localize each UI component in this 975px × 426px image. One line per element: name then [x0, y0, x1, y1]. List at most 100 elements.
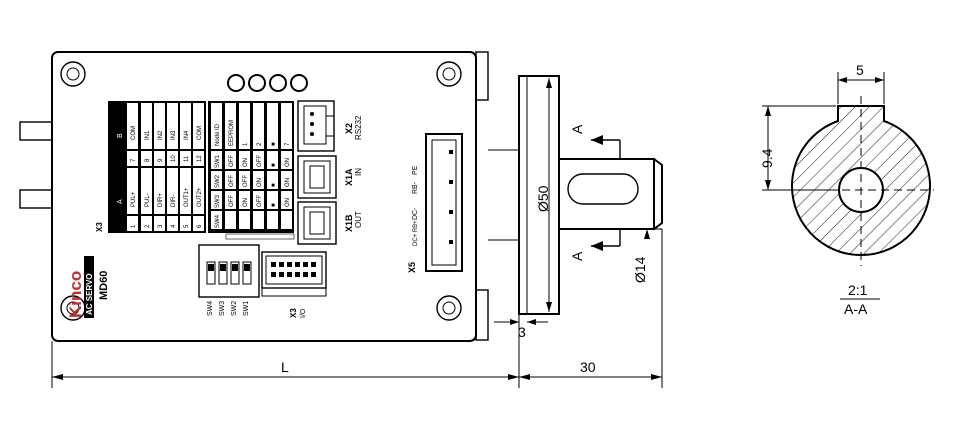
switch-cell [239, 211, 250, 229]
left-bracket-bottom [19, 189, 53, 209]
side-fin-bottom [475, 289, 489, 341]
switch-row-name: SW3 [215, 194, 221, 208]
pin-label-top: IN4 [184, 130, 190, 140]
x3-io-sub: I/O [300, 308, 307, 318]
x5-pin-dc-plus: DC+ RB+ [413, 220, 419, 246]
switch-cell [253, 171, 264, 189]
switch-header-label: ■ [271, 142, 277, 146]
x3-io-label: X3 [289, 308, 298, 318]
side-fin-top [475, 51, 489, 101]
pin-number-bottom: 5 [184, 224, 190, 228]
switch-cell-value: OFF [229, 195, 235, 207]
pin-cell-bottom [167, 168, 178, 214]
x1b-label: X1B [344, 214, 354, 232]
switch-cell-value: ON [285, 158, 291, 167]
section-marker-top [591, 135, 621, 159]
left-bracket-top [19, 121, 53, 141]
x1b-sub: OUT [354, 211, 363, 228]
io-pin [303, 272, 308, 277]
switch-cell [239, 151, 250, 169]
switch-cell [225, 191, 236, 209]
switch-cell-value: OFF [229, 155, 235, 167]
pin-num-cell-top [167, 151, 178, 166]
pin-label-bottom: OUT2+ [197, 187, 203, 207]
x2-label: X2 [344, 123, 354, 134]
length-label: L [281, 359, 289, 375]
switch-cell [225, 211, 236, 229]
pin-number-top: 8 [145, 158, 151, 162]
screw-bottom-right [436, 295, 462, 321]
x5-pin-pe: PE [412, 165, 419, 175]
shaft-keyway [567, 173, 639, 205]
io-pin [303, 262, 308, 267]
switch-cell [253, 151, 264, 169]
pin-number-top: 7 [131, 158, 137, 162]
dip-switch [198, 244, 260, 298]
x3-label: X3 [95, 222, 104, 232]
x5-pin-dc-minus: DC- [412, 207, 419, 220]
pin-label-bottom: OUT1+ [184, 187, 190, 207]
switch-cell-value: OFF [257, 195, 263, 207]
x2-sub: RS232 [354, 115, 363, 140]
switch-cell [281, 151, 292, 169]
dim-flange-offset [494, 319, 548, 325]
x3-pin-table: COM7PUL+1IN18PUL-2IN29DIR+3IN310DIR-4IN4… [108, 101, 206, 233]
brand-block: Kinco AC SERVO MD60 [66, 256, 110, 318]
switch-cell [267, 171, 278, 189]
switch-header-cell [253, 103, 264, 149]
switch-cell [267, 151, 278, 169]
switch-header-cell [211, 103, 222, 149]
switch-row-name: SW2 [215, 174, 221, 188]
io-pin [271, 262, 276, 267]
switch-cell-value: ■ [271, 183, 277, 187]
x5-connector [425, 133, 463, 272]
dim-key-width [837, 72, 885, 104]
pin-cell-bottom [154, 168, 165, 214]
model-label: MD60 [98, 271, 110, 300]
switch-cell-value: OFF [229, 175, 235, 187]
switch-cell-value: ON [243, 158, 249, 167]
switch-cell [281, 191, 292, 209]
section-name: A-A [844, 301, 868, 317]
pin-cell-top [180, 103, 191, 149]
pin-cell-top [154, 103, 165, 149]
pin-label-top: IN2 [158, 130, 164, 140]
switch-row-name-cell [211, 171, 222, 189]
switch-cell-value: ■ [271, 163, 277, 167]
io-pin [271, 272, 276, 277]
switch-cell [281, 211, 292, 229]
io-pin [287, 262, 292, 267]
pin-number-bottom: 2 [145, 224, 151, 228]
switch-cell [253, 191, 264, 209]
switch-cell-value: OFF [243, 175, 249, 187]
dim-length [52, 374, 519, 380]
dip-label-sw4: SW4 [207, 301, 214, 316]
io-pin [295, 272, 300, 277]
switch-cell [281, 171, 292, 189]
pin-num-cell-bottom [154, 216, 165, 231]
switch-cell-value: OFF [257, 155, 263, 167]
pin-num-cell-bottom [180, 216, 191, 231]
switch-cell-value: ON [285, 198, 291, 207]
section-label-top: A [569, 124, 585, 134]
io-pin [279, 262, 284, 267]
switch-header-cell [225, 103, 236, 149]
x1a-label: X1A [344, 168, 354, 186]
pin-label-bottom: PUL- [145, 193, 151, 207]
pin-number-top: 9 [158, 158, 164, 162]
io-pin [287, 272, 292, 277]
switch-cell-value: ON [257, 178, 263, 187]
io-pin [311, 272, 316, 277]
x1b-connector [297, 201, 337, 245]
pin-num-cell-top [141, 151, 152, 166]
pin-num-cell-bottom [193, 216, 204, 231]
flange-offset-label: 3 [518, 324, 526, 340]
pin-num-cell-bottom [127, 216, 138, 231]
io-pin [311, 262, 316, 267]
switch-header-cell [239, 103, 250, 149]
switch-header-label: 7 [285, 142, 291, 146]
switch-row-name-cell [211, 211, 222, 229]
status-leds [227, 74, 308, 92]
switch-cell [239, 171, 250, 189]
